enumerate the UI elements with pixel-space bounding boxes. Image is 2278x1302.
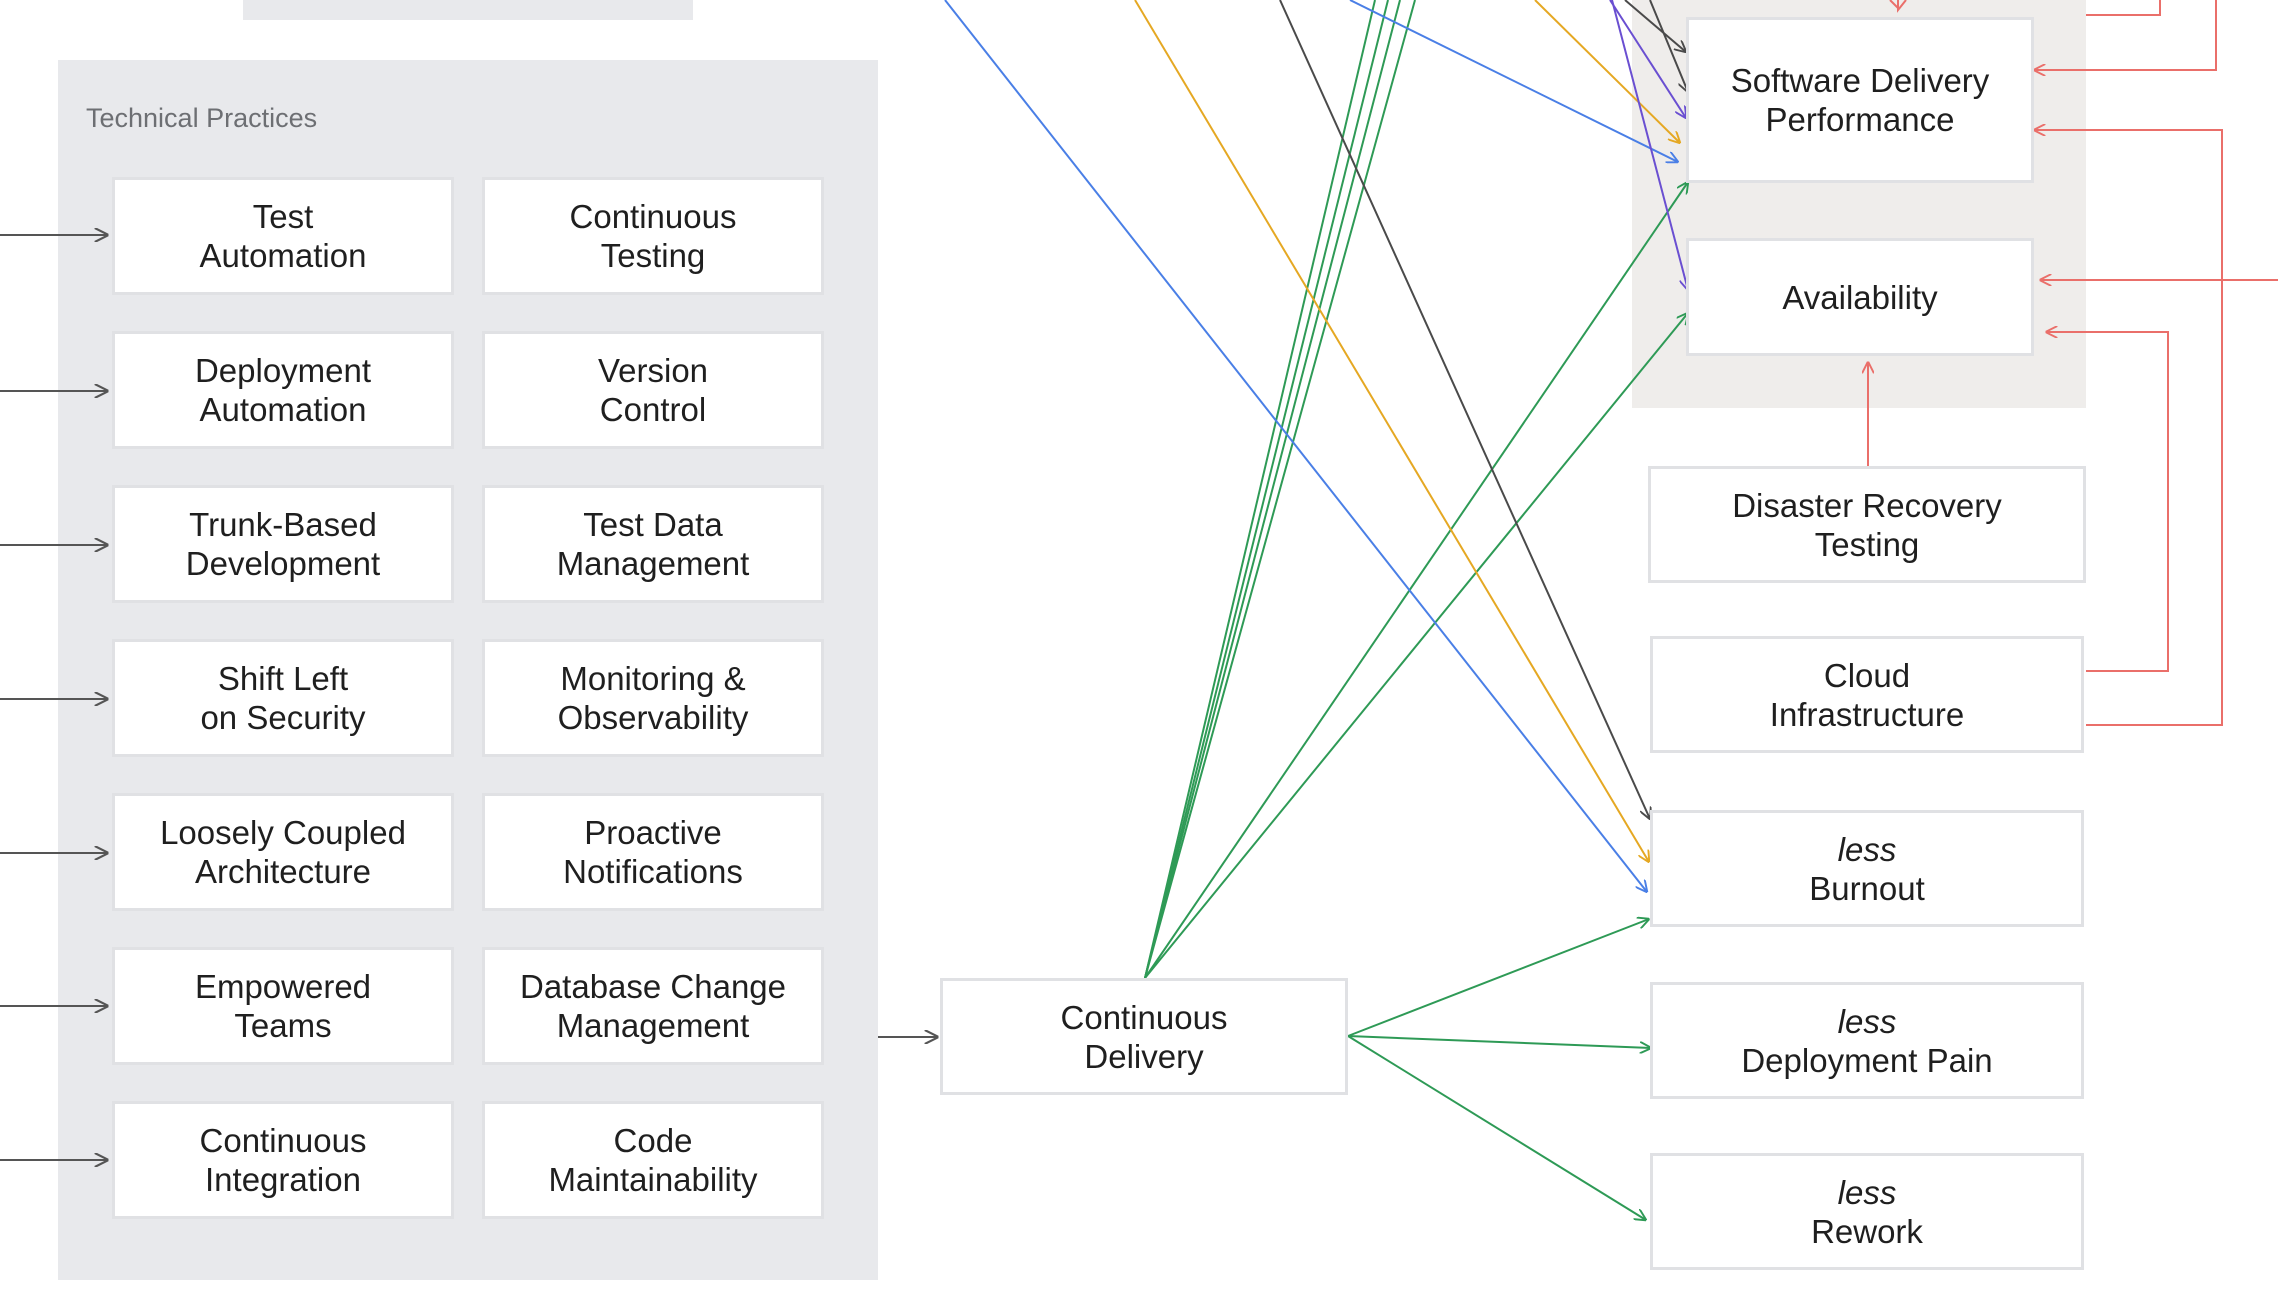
incoming-arrows <box>0 235 938 1160</box>
blue-arrows <box>944 0 1678 892</box>
dark-arrows <box>1279 0 1688 819</box>
yellow-arrows <box>1134 0 1680 862</box>
green-arrows <box>1144 0 1688 1220</box>
purple-arrows <box>1609 0 1688 290</box>
availability-box[interactable]: Availability <box>1686 238 2034 356</box>
practice-monitoring-observability[interactable]: Monitoring &Observability <box>482 639 824 757</box>
panel-title: Technical Practices <box>86 103 318 133</box>
red-arrows <box>1868 0 2278 726</box>
top-partial-panel <box>243 0 693 20</box>
